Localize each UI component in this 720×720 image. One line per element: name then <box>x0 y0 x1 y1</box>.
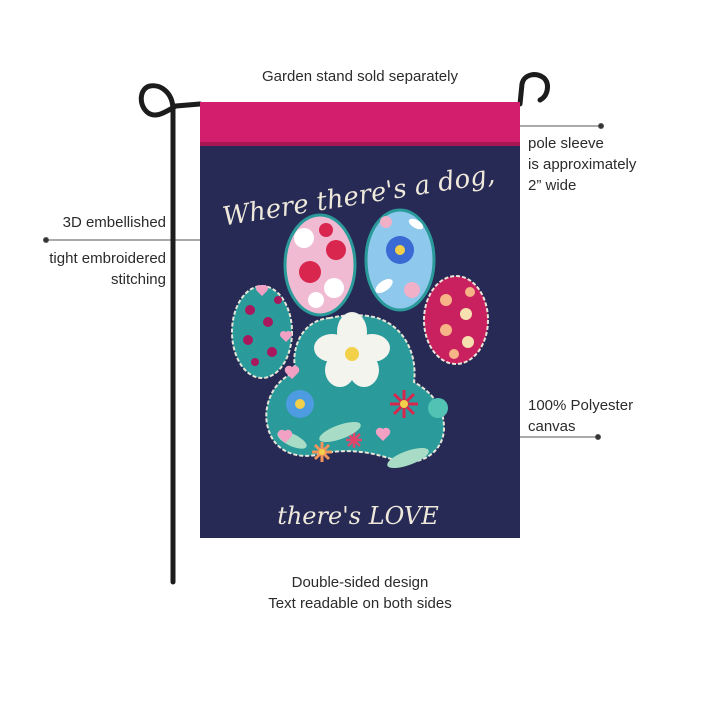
double-sided-line-2: Text readable on both sides <box>268 595 452 612</box>
stitching-line-1: tight embroidered <box>49 250 166 267</box>
paw-toe-2 <box>283 213 357 317</box>
double-sided-line-1: Double-sided design <box>291 574 429 591</box>
stitching-line-2: stitching <box>110 271 166 288</box>
flag-text-bottom: there's LOVE <box>277 502 439 530</box>
embellished-note: 3D embellished <box>62 214 166 231</box>
material-line-1: 100% Polyester <box>528 397 634 414</box>
pole-sleeve-note: pole sleeve is approximately 2” wide <box>528 133 636 196</box>
paw-toe-4 <box>423 275 489 365</box>
material-line-2: canvas <box>528 418 576 435</box>
stitching-note: tight embroidered stitching <box>6 248 166 290</box>
paw-toe-1 <box>231 284 293 379</box>
material-note: 100% Polyester canvas <box>528 395 633 437</box>
stand-note: Garden stand sold separately <box>262 68 458 85</box>
pole-sleeve <box>200 102 520 146</box>
double-sided-note: Double-sided design Text readable on bot… <box>210 572 510 614</box>
paw-pad <box>265 312 448 468</box>
pole-sleeve-line-3: 2” wide <box>528 177 577 194</box>
garden-stand <box>138 72 550 585</box>
pole-sleeve-line-2: is approximately <box>528 156 637 173</box>
paw-toe-3 <box>364 208 436 312</box>
pole-sleeve-line-1: pole sleeve <box>528 135 604 152</box>
